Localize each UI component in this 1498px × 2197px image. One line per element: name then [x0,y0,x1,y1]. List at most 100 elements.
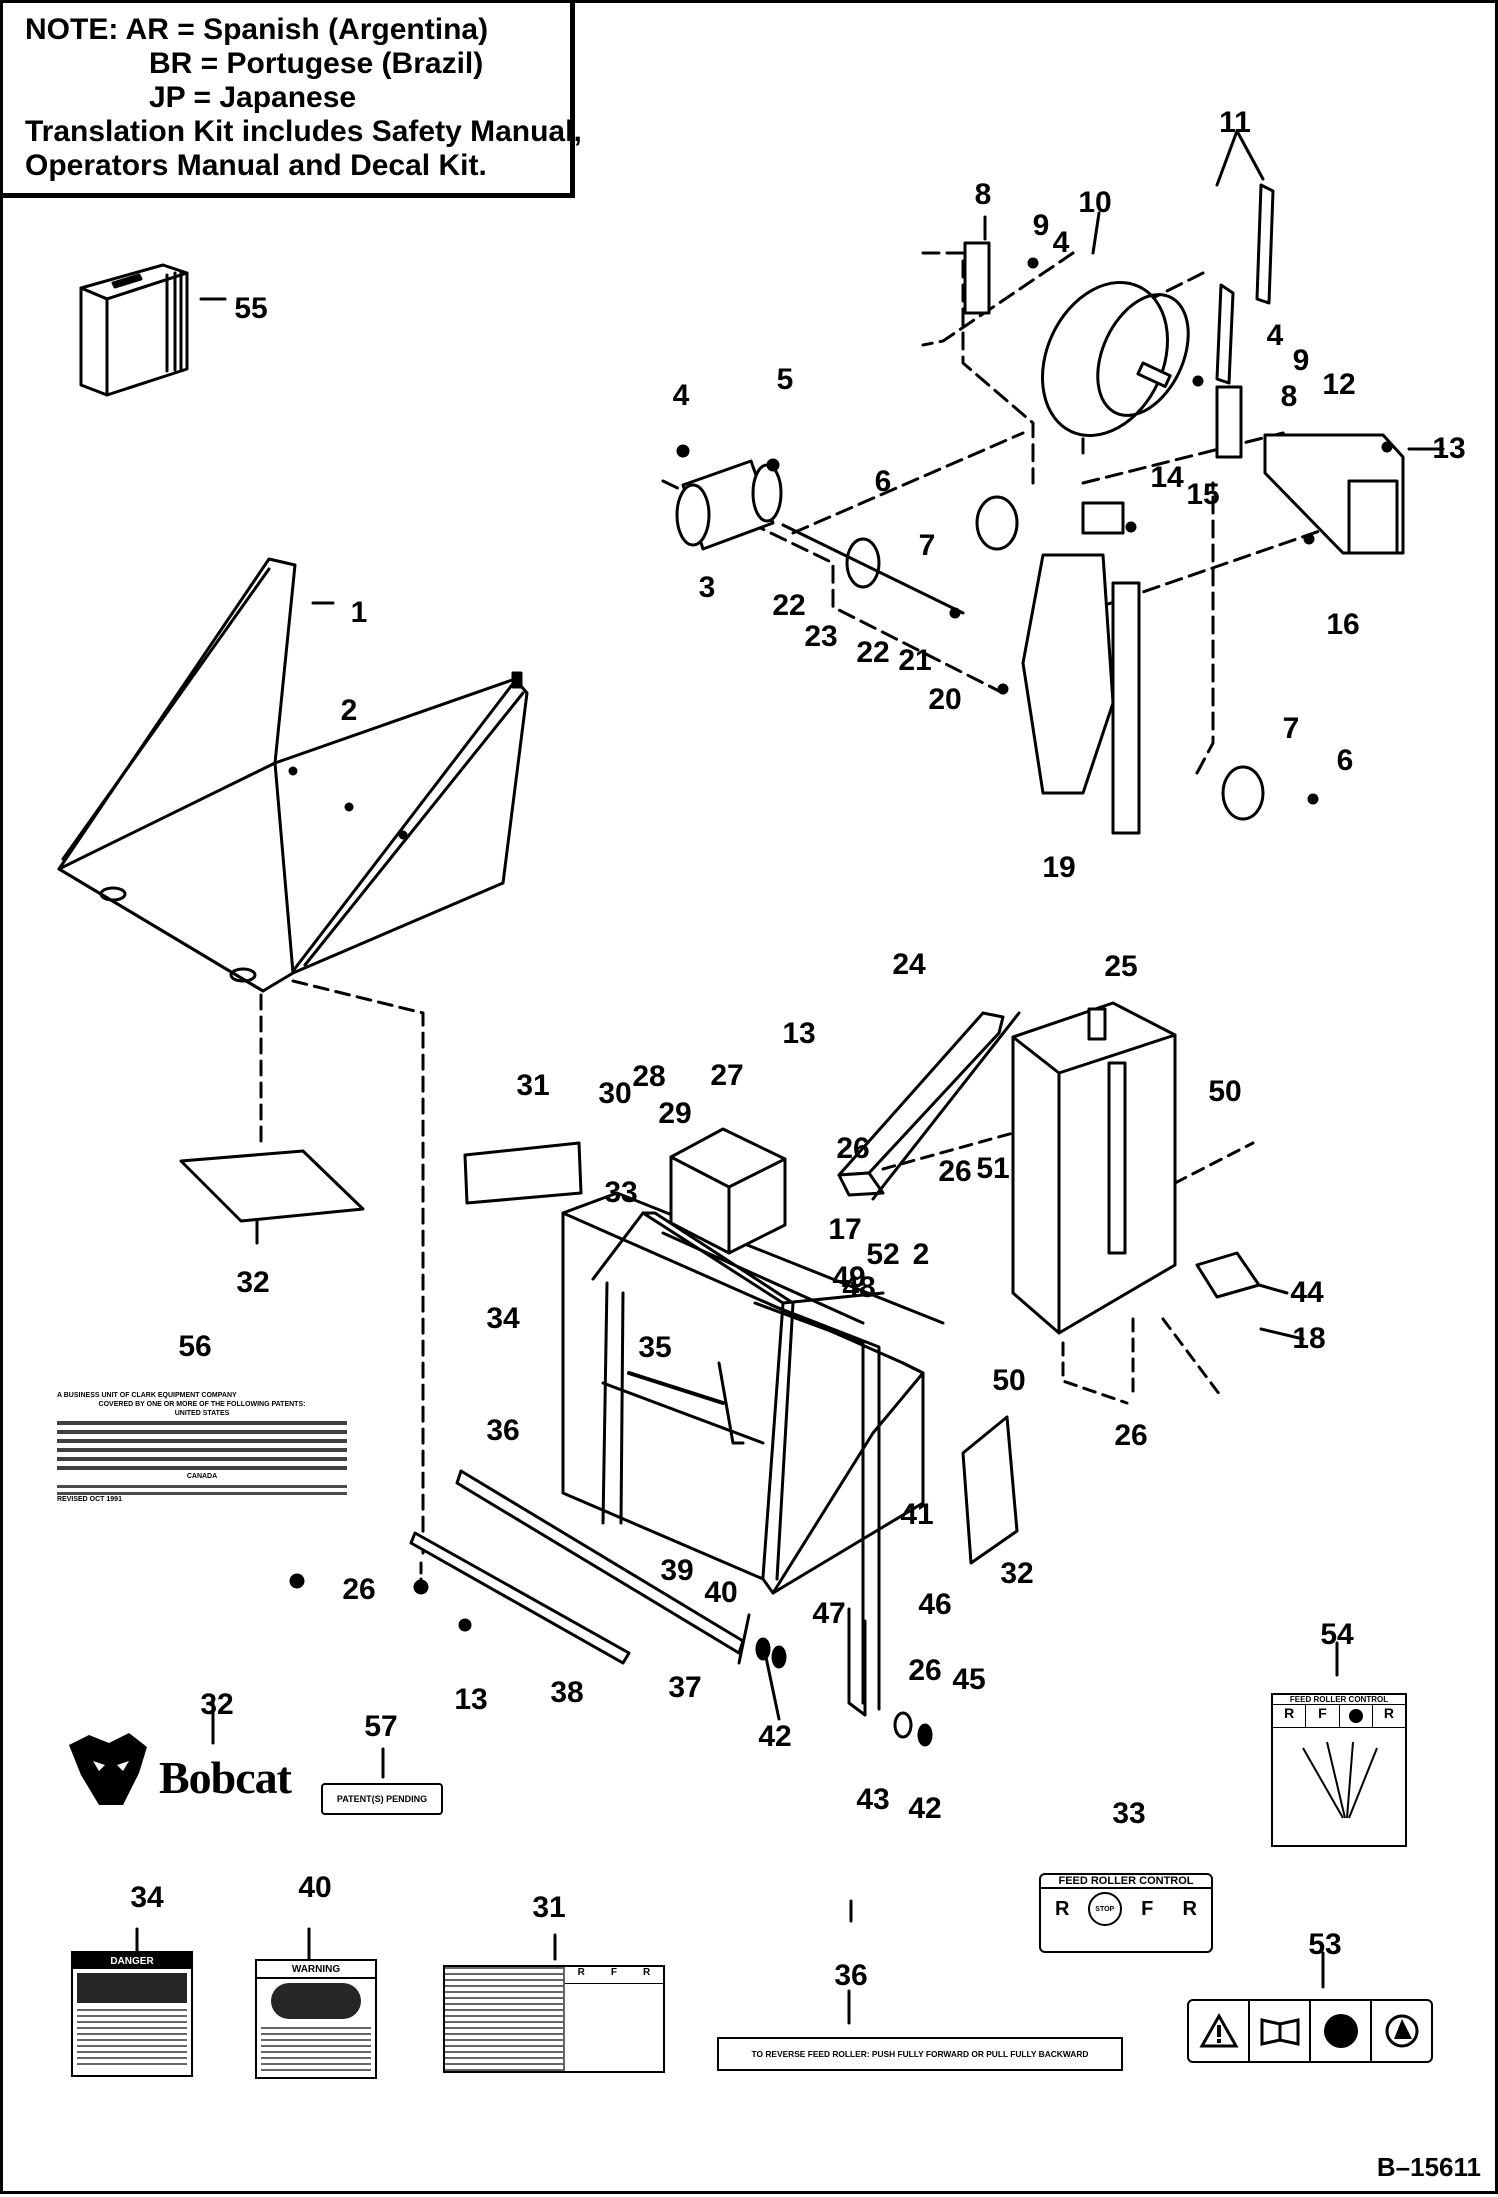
exploded-view-drawing [57,129,1445,2025]
frc33-r2: R [1182,1897,1197,1920]
danger-header: DANGER [73,1953,191,1969]
danger-body-text-lines [77,2007,187,2065]
drive-assembly-drawing [661,183,1405,835]
callout-52: 52 [866,1238,900,1271]
callout-34-lower: 34 [130,1881,164,1914]
patent-revised: REVISED OCT 1991 [57,1496,122,1503]
callout-45: 45 [952,1663,986,1696]
warning-text: WARNING [291,1963,341,1975]
instructions-decal-31: R F R [443,1965,665,2073]
hearing-protection-icon [1311,2001,1372,2061]
callout-56: 56 [178,1330,212,1363]
callout-18: 18 [1292,1322,1326,1355]
callout-7-right: 7 [1282,712,1300,745]
patent-pending-decal: PATENT(S) PENDING [321,1783,443,1815]
note-line-4: Translation Kit includes Safety Manual, [25,115,582,148]
callout-48: 48 [842,1271,876,1304]
callout-43: 43 [856,1783,890,1816]
translation-note-box: NOTE: AR = Spanish (Argentina) BR = Port… [3,3,582,198]
callout-17: 17 [828,1213,862,1246]
warning-header: WARNING [257,1961,375,1979]
ins-r2: R [643,1967,651,1978]
instructions-feed-roller-row: R F R [564,1967,663,1984]
callout-40-upper: 40 [704,1576,738,1609]
frc54-r1: R [1273,1705,1307,1727]
lever-positions-icon [1302,1741,1378,1819]
callout-26-b: 26 [938,1155,972,1188]
callout-22-left: 22 [772,589,806,622]
callout-10: 10 [1078,186,1112,219]
callout-1: 1 [350,596,368,629]
callout-49: 49 [832,1261,866,1294]
callout-16: 16 [1326,608,1360,641]
callout-8-top: 8 [974,178,992,211]
figure-id: B–15611 [1376,2152,1481,2182]
patent-number-grid [57,1420,347,1470]
callout-33-upper: 33 [604,1176,638,1209]
note-line-5: Operators Manual and Decal Kit. [25,149,487,182]
callout-54: 54 [1320,1618,1354,1651]
manual-book-icon [1250,2001,1311,2061]
callout-39: 39 [660,1554,694,1587]
frc33-f: F [1141,1897,1154,1920]
frc33-stop-text: STOP [1087,1892,1122,1926]
callout-32-right: 32 [1000,1557,1034,1590]
callout-13-top: 13 [1432,432,1466,465]
frc33-r1: R [1055,1897,1070,1920]
callout-50-upper: 50 [1208,1075,1242,1108]
frc54-title: FEED ROLLER CONTROL [1273,1695,1405,1705]
frc33-title: FEED ROLLER CONTROL [1041,1875,1211,1889]
decal-32-drawing [179,1149,365,1223]
reverse-instruction-decal-36: TO REVERSE FEED ROLLER: PUSH FULLY FORWA… [717,2037,1123,2071]
bobcat-logo-decal: Bobcat [59,1725,299,1815]
callout-14: 14 [1150,461,1184,494]
reverse-instruction-text: TO REVERSE FEED ROLLER: PUSH FULLY FORWA… [751,2049,1089,2059]
callout-26-a: 26 [836,1132,870,1165]
callout-47: 47 [812,1597,846,1630]
callout-5: 5 [776,363,794,396]
callout-33-lower: 33 [1112,1797,1146,1830]
warning-pictogram [271,1983,361,2019]
callout-35: 35 [638,1331,672,1364]
callout-26-d: 26 [342,1573,376,1606]
callout-27: 27 [710,1059,744,1092]
callout-28: 28 [632,1060,666,1093]
callout-4-top: 4 [1052,226,1070,259]
callout-9-right: 9 [1292,344,1310,377]
callout-8-right: 8 [1280,380,1298,413]
callout-4-right: 4 [1266,319,1284,352]
callout-13-mid: 13 [782,1017,816,1050]
callout-3: 3 [698,571,716,604]
callout-4-left: 4 [672,379,690,412]
callout-42-left: 42 [758,1720,792,1753]
callout-42-right: 42 [908,1792,942,1825]
patent-company: A BUSINESS UNIT OF CLARK EQUIPMENT COMPA… [57,1392,237,1399]
callout-46: 46 [918,1588,952,1621]
callout-13-bottom: 13 [454,1683,488,1716]
callout-38: 38 [550,1676,584,1709]
callout-6-right: 6 [1336,744,1354,777]
callout-7-left: 7 [918,529,936,562]
eye-protection-icon [1372,2001,1431,2061]
callout-55: 55 [234,292,268,325]
callout-32-logo: 32 [200,1688,234,1721]
frc33-stop: STOP [1084,1892,1127,1926]
manual-box-drawing [79,263,189,397]
hopper-frame-drawing [409,1127,1019,1717]
patent-us: UNITED STATES [174,1410,230,1417]
patent-decal: A BUSINESS UNIT OF CLARK EQUIPMENT COMPA… [57,1391,347,1541]
callout-19: 19 [1042,851,1076,884]
callout-2-lower: 2 [912,1238,930,1271]
callout-53: 53 [1308,1928,1342,1961]
note-line-3: JP = Japanese [149,81,357,114]
callout-9-top: 9 [1032,209,1050,242]
callout-23: 23 [804,620,838,653]
warning-decal-40: WARNING [255,1959,377,2079]
callout-31-upper: 31 [516,1069,550,1102]
danger-text: DANGER [110,1955,154,1967]
callout-36-upper: 36 [486,1414,520,1447]
feed-roller-decal-33: FEED ROLLER CONTROL R STOP F R [1039,1873,1213,1953]
callout-6-left: 6 [874,465,892,498]
frc54-f: F [1306,1705,1340,1727]
